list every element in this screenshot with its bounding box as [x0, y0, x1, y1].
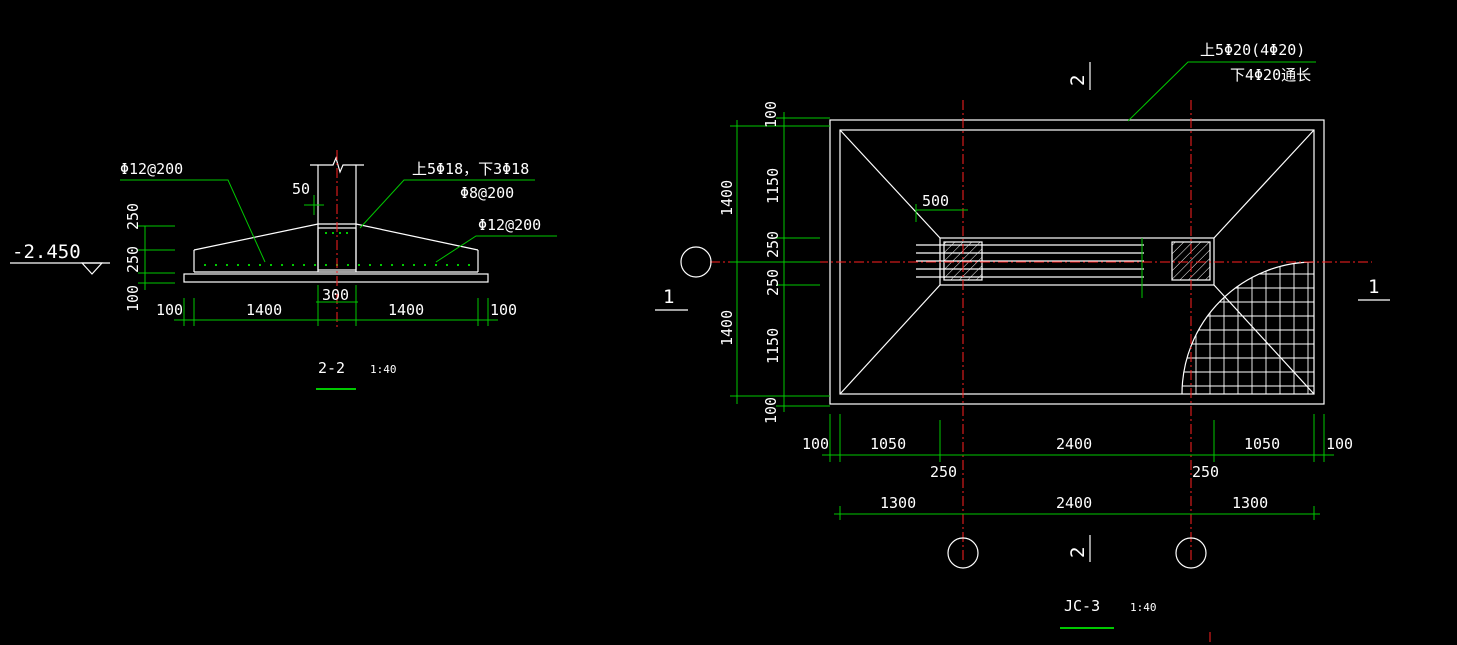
rebar-mesh: [1182, 262, 1314, 394]
rebar-right-label: Φ12@200: [478, 216, 541, 234]
bottom-dim-1050-right: 1050: [1244, 435, 1280, 453]
axis-bubble-bottom-2: [1175, 537, 1207, 569]
column-break-line: [310, 156, 364, 174]
hdim-1400-left: 1400: [246, 301, 282, 319]
rebar-column-label: 上5Φ18，下3Φ18: [412, 160, 529, 178]
cushion-layer: [183, 273, 489, 283]
rebar-left-label: Φ12@200: [120, 160, 183, 178]
bottom-dim-100-right: 100: [1326, 435, 1353, 453]
section-mark-2-top: 2: [1067, 75, 1089, 86]
diag-tl: [839, 129, 941, 239]
left-dim-250-top: 250: [764, 231, 782, 258]
dim-500-label: 500: [922, 192, 949, 210]
left-dim-1150-bottom: 1150: [764, 328, 782, 364]
section-scale: 1:40: [370, 363, 397, 376]
vdim-250-b: 250: [124, 246, 142, 273]
section-2-2: -2.450 Φ12@200 上5Φ18，下3Φ18 Φ8@200 Φ12@20…: [10, 150, 557, 390]
section-mark-1-left: 1: [663, 286, 674, 308]
left-dim-1400-top: 1400: [718, 180, 736, 216]
bottom-dim-2400-b: 2400: [1056, 494, 1092, 512]
dim-50-label: 50: [292, 180, 310, 198]
section-title: 2-2: [318, 359, 345, 377]
axis-bubble-bottom-1: [947, 537, 979, 569]
left-dim-100-top: 100: [762, 101, 780, 128]
beam-note-top: 上5Φ20(4Φ20): [1200, 41, 1305, 59]
vdim-100: 100: [124, 285, 142, 312]
elevation-label: -2.450: [12, 241, 81, 263]
section-mark-2-bottom: 2: [1067, 547, 1089, 558]
bottom-dim-250-left: 250: [930, 463, 957, 481]
section-mark-1-right: 1: [1368, 276, 1379, 298]
hdim-1400-right: 1400: [388, 301, 424, 319]
beam-note-bottom: 下4Φ20通长: [1230, 66, 1311, 84]
plan-title: JC-3: [1064, 597, 1100, 615]
hdim-300: 300: [322, 286, 349, 304]
bottom-dim-1300-right: 1300: [1232, 494, 1268, 512]
bottom-dim-1050-left: 1050: [870, 435, 906, 453]
left-dim-1400-bottom: 1400: [718, 310, 736, 346]
plan-jc-3: 1 1 2 2 上5Φ20(4Φ20) 下4Φ20通长 500 1400 140…: [655, 41, 1390, 645]
diag-br: [1213, 284, 1315, 395]
hdim-100-right: 100: [490, 301, 517, 319]
plan-scale: 1:40: [1130, 601, 1157, 614]
bottom-dim-100-left: 100: [802, 435, 829, 453]
rebar-mesh-arc: [1181, 261, 1315, 395]
axis-bubble-left: [680, 246, 712, 278]
vdim-250-a: 250: [124, 203, 142, 230]
bottom-dim-1300-left: 1300: [880, 494, 916, 512]
hdim-100-left: 100: [156, 301, 183, 319]
bottom-dim-2400-a: 2400: [1056, 435, 1092, 453]
leader-left: [120, 179, 266, 263]
leader-column: [359, 179, 535, 229]
left-dim-250-bottom: 250: [764, 269, 782, 296]
left-dim-1150-top: 1150: [764, 168, 782, 204]
diag-tr: [1213, 129, 1315, 239]
stirrup-label: Φ8@200: [460, 184, 514, 202]
diag-bl: [839, 284, 941, 395]
bottom-dim-250-right: 250: [1192, 463, 1219, 481]
leader-right: [435, 235, 557, 263]
beam-note-leader: [1127, 61, 1316, 122]
elevation-triangle: [80, 262, 104, 275]
left-dim-100-bottom: 100: [762, 397, 780, 424]
